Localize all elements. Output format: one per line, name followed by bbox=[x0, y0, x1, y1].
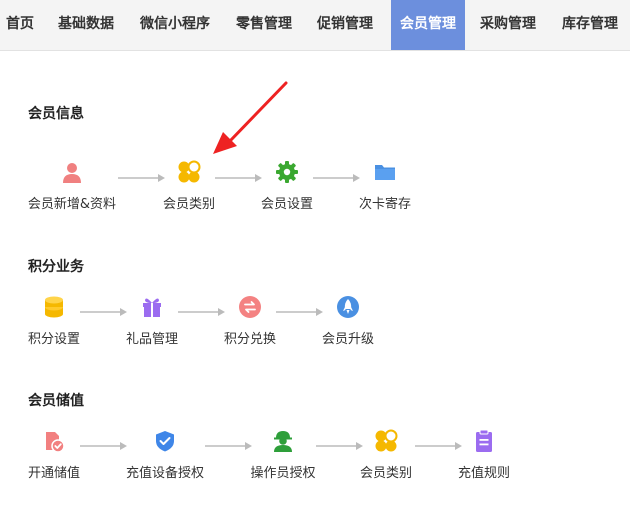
flow-item-label: 充值设备授权 bbox=[125, 466, 204, 481]
clover-icon bbox=[375, 429, 398, 452]
flow-connector-arrow bbox=[316, 442, 363, 450]
flow-connector-arrow bbox=[415, 442, 462, 450]
user-icon bbox=[63, 163, 81, 183]
gift-icon bbox=[143, 298, 161, 317]
flow-item-label: 会员升级 bbox=[321, 332, 374, 347]
exchange-icon bbox=[239, 296, 261, 318]
flow-item-points-settings[interactable]: 积分设置 bbox=[0, 295, 109, 347]
flow-item-member-category-2[interactable]: 会员类别 bbox=[331, 429, 441, 481]
flow-connector-arrow bbox=[80, 308, 127, 316]
flow-item-member-add[interactable]: 会员新增&资料 bbox=[17, 160, 127, 212]
tab-inventory[interactable]: 库存管理 bbox=[562, 16, 618, 32]
flow-item-label: 充值规则 bbox=[457, 466, 510, 481]
flow-item-member-upgrade[interactable]: 会员升级 bbox=[293, 295, 403, 347]
flow-item-card-deposit[interactable]: 次卡寄存 bbox=[330, 160, 440, 212]
section-title-member-info: 会员信息 bbox=[28, 106, 84, 122]
rocket-icon bbox=[337, 296, 359, 318]
flow-connector-arrow bbox=[118, 174, 165, 182]
folder-icon bbox=[375, 165, 395, 180]
flow-connector-arrow bbox=[205, 442, 252, 450]
flow-item-label: 会员类别 bbox=[359, 466, 412, 481]
flow-item-open-stored-value[interactable]: 开通储值 bbox=[0, 429, 109, 481]
top-navigation: 首页 基础数据 微信小程序 零售管理 促销管理 会员管理 采购管理 库存管理 bbox=[0, 0, 630, 51]
flow-item-label: 会员类别 bbox=[162, 197, 215, 212]
section-title-points-business: 积分业务 bbox=[28, 259, 84, 275]
tab-home[interactable]: 首页 bbox=[6, 16, 34, 32]
shield-check-icon bbox=[156, 431, 174, 452]
tab-member[interactable]: 会员管理 bbox=[391, 0, 465, 50]
flow-item-member-category[interactable]: 会员类别 bbox=[134, 160, 244, 212]
operator-icon bbox=[274, 431, 292, 452]
coin-stack-icon bbox=[45, 296, 63, 318]
tab-basic-data[interactable]: 基础数据 bbox=[58, 16, 114, 32]
tab-wechat-miniprogram[interactable]: 微信小程序 bbox=[140, 16, 210, 32]
card-check-icon bbox=[46, 432, 65, 453]
flow-item-label: 积分兑换 bbox=[223, 332, 276, 347]
tab-promotion[interactable]: 促销管理 bbox=[317, 16, 373, 32]
section-title-member-stored-value: 会员储值 bbox=[28, 393, 84, 409]
flow-item-label: 次卡寄存 bbox=[358, 197, 411, 212]
flow-item-label: 礼品管理 bbox=[125, 332, 178, 347]
tab-purchase[interactable]: 采购管理 bbox=[480, 16, 536, 32]
flow-item-label: 操作员授权 bbox=[250, 466, 316, 481]
flow-connector-arrow bbox=[215, 174, 262, 182]
flow-connector-arrow bbox=[276, 308, 323, 316]
clipboard-icon bbox=[476, 429, 492, 452]
flow-connector-arrow bbox=[313, 174, 360, 182]
flow-item-points-exchange[interactable]: 积分兑换 bbox=[195, 295, 305, 347]
flow-item-member-settings[interactable]: 会员设置 bbox=[232, 160, 342, 212]
flow-item-label: 开通储值 bbox=[27, 466, 80, 481]
flow-item-operator-auth[interactable]: 操作员授权 bbox=[228, 429, 338, 481]
flow-connector-arrow bbox=[178, 308, 225, 316]
flow-item-label: 会员新增&资料 bbox=[27, 197, 117, 212]
flow-item-recharge-device-auth[interactable]: 充值设备授权 bbox=[110, 429, 220, 481]
flow-item-label: 会员设置 bbox=[260, 197, 313, 212]
flow-item-gift-management[interactable]: 礼品管理 bbox=[97, 295, 207, 347]
gear-icon bbox=[276, 161, 298, 183]
flow-connector-arrow bbox=[80, 442, 127, 450]
flow-item-label: 积分设置 bbox=[27, 332, 80, 347]
tab-retail[interactable]: 零售管理 bbox=[236, 16, 292, 32]
clover-icon bbox=[178, 160, 201, 183]
flow-item-recharge-rules[interactable]: 充值规则 bbox=[429, 429, 539, 481]
